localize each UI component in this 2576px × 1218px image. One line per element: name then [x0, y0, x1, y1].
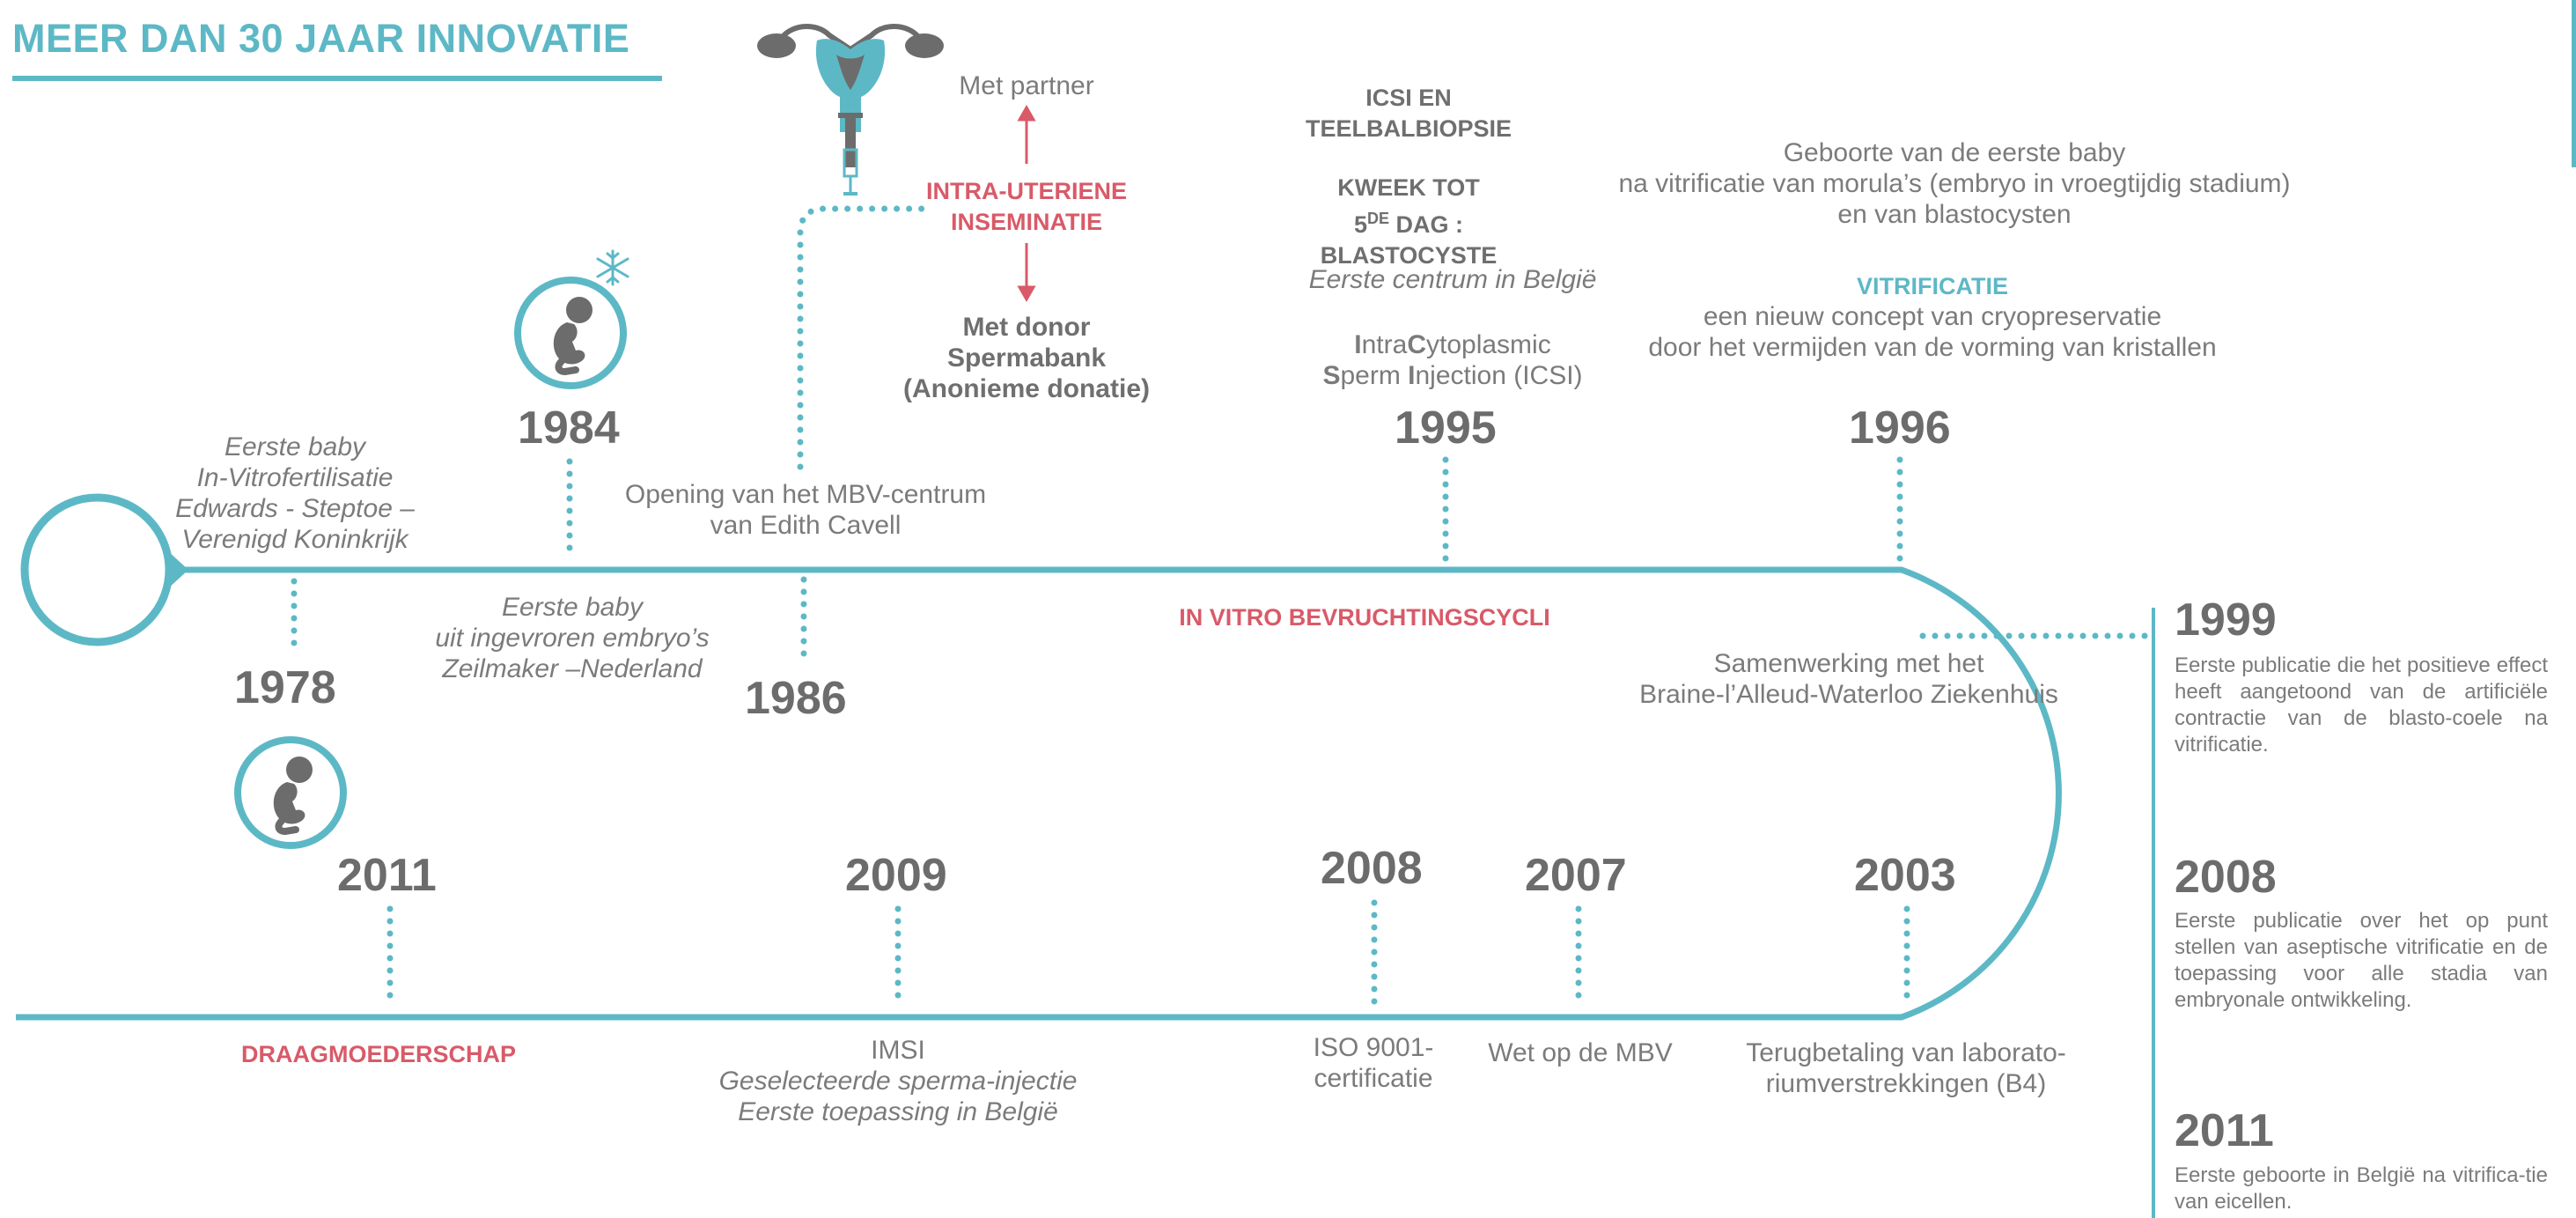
- year-2003: 2003: [1854, 850, 1956, 901]
- event-1984-text: Eerste baby uit ingevroren embryo’s Zeil…: [435, 593, 710, 683]
- event-2007-text: Wet op de MBV: [1488, 1038, 1673, 1067]
- event-1996-birth: Geboorte van de eerste baby na vitrifica…: [1618, 138, 2291, 229]
- arrow-down-icon: [1017, 243, 1036, 303]
- side-year-2011: 2011: [2175, 1105, 2274, 1156]
- arrow-up-icon: [1017, 104, 1036, 164]
- uterus-icon: [757, 23, 944, 196]
- year-2007: 2007: [1525, 850, 1627, 901]
- event-2009-text: IMSI Geselecteerde sperma-injectie Eerst…: [718, 1036, 1078, 1126]
- year-1984: 1984: [518, 402, 620, 454]
- iui-title: INTRA-UTERIENE INSEMINATIE: [926, 178, 1127, 235]
- ivf-cycles-label: IN VITRO BEVRUCHTINGSCYCLI: [1179, 604, 1550, 631]
- heading-blastocyste: KWEEK TOT 5DE DAG : BLASTOCYSTE: [1320, 174, 1498, 269]
- cooperation-text: Samenwerking met het Braine-l’Alleud-Wat…: [1639, 649, 2058, 709]
- draagmoederschap-label: DRAAGMOEDERSCHAP: [240, 1041, 517, 1067]
- connector-iui: [797, 205, 928, 470]
- event-2008-text: ISO 9001- certificatie: [1313, 1033, 1434, 1093]
- page-title: MEER DAN 30 JAAR INNOVATIE: [12, 16, 630, 61]
- first-center-text: Eerste centrum in België: [1308, 265, 1597, 294]
- timeline-start-circle: [20, 493, 173, 646]
- year-2011: 2011: [337, 850, 437, 901]
- iui-donor: Met donor Spermabank (Anonieme donatie): [902, 313, 1150, 403]
- timeline-main-line: [16, 566, 2062, 1021]
- baby-icon: [234, 736, 347, 849]
- year-1995: 1995: [1395, 402, 1497, 454]
- event-1986-text: Opening van het MBV-centrum van Edith Ca…: [624, 480, 987, 540]
- event-1978-text: Eerste baby In-Vitrofertilisatie Edwards…: [175, 432, 415, 554]
- heading-icsi: ICSI EN TEELBALBIOPSIE: [1305, 85, 1512, 142]
- vitrificatie-heading: VITRIFICATIE: [1857, 273, 2008, 299]
- edge-mark: [2572, 0, 2576, 167]
- side-year-1999: 1999: [2175, 594, 2277, 646]
- icsi-text: IntraCytoplasmic Sperm Injection (ICSI): [1322, 330, 1583, 390]
- event-2003-text: Terugbetaling van laborato- riumverstrek…: [1746, 1038, 2066, 1098]
- baby-icon: [514, 277, 627, 389]
- side-text-1999: Eerste publicatie die het positieve effe…: [2175, 653, 2548, 757]
- side-text-2011: Eerste geboorte in België na vitrifica-t…: [2175, 1163, 2548, 1214]
- year-1996: 1996: [1849, 402, 1951, 454]
- snowflake-icon: [596, 249, 629, 286]
- side-text-2008: Eerste publicatie over het op punt stell…: [2175, 909, 2548, 1012]
- iui-partner: Met partner: [959, 71, 1094, 100]
- vitrificatie-text: een nieuw concept van cryopreservatie do…: [1648, 302, 2217, 362]
- year-2008: 2008: [1321, 843, 1423, 894]
- year-1986: 1986: [745, 673, 847, 724]
- year-2009: 2009: [845, 850, 947, 901]
- year-1978: 1978: [234, 662, 336, 713]
- side-year-2008: 2008: [2175, 852, 2277, 903]
- title-underline: [12, 76, 662, 81]
